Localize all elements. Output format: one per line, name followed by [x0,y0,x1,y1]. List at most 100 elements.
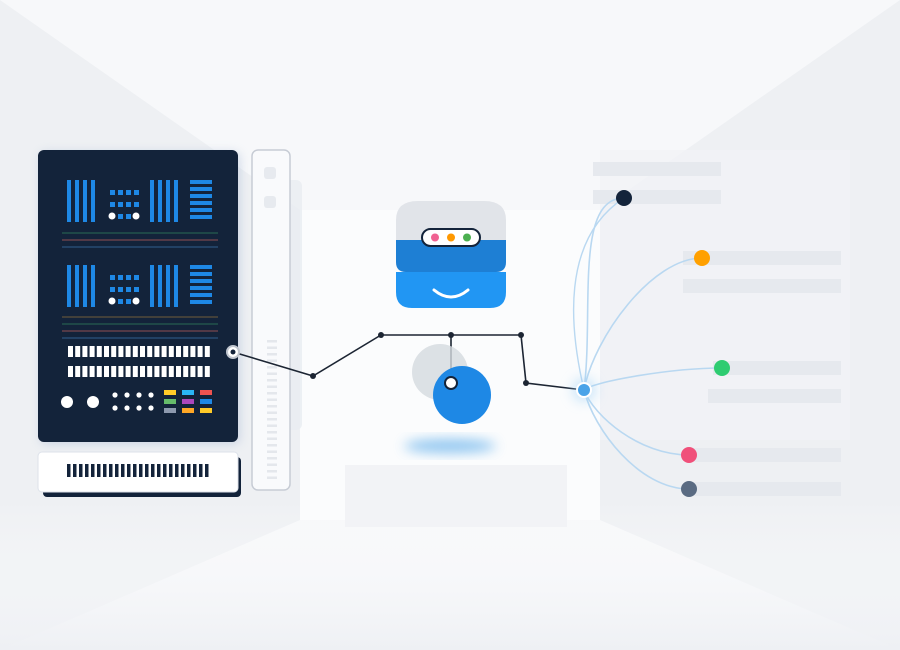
rack-square [134,190,139,195]
drive-slot [168,346,174,357]
rack-bar [166,265,170,307]
placeholder-bar [593,162,721,176]
drive-slot [140,366,145,377]
sphere-icon [404,344,496,453]
rack-square [110,275,115,280]
vent-slot [145,464,149,477]
rack-square [134,287,139,292]
status-led [164,408,176,413]
status-led [182,408,194,413]
rack-dot [108,297,116,305]
fan-line [583,389,690,490]
rack-square [118,275,123,280]
server-base-unit [37,451,241,497]
status-dot [124,392,130,398]
placeholder-bar [688,482,841,496]
drive-slot [125,366,131,377]
stack-top-layer [396,201,506,240]
rack-stripe [190,279,212,283]
drive-slot [89,346,95,357]
placeholder-bar [688,448,841,462]
rack-bar [174,265,178,307]
drive-slot [183,366,189,377]
drive-slot [89,366,95,377]
vent-slot [187,464,191,477]
status-led [200,408,212,413]
rack-square [118,214,123,219]
drive-slot [118,346,124,357]
drive-slot [125,346,131,357]
drive-slot [176,346,181,357]
panel-tick [267,424,277,427]
connector-joint [378,332,384,338]
vent-slot [163,464,167,477]
base-vent-slots [67,464,209,477]
rack-dot [132,212,140,220]
server-rack-icon [38,150,240,444]
panel-tick [267,372,277,375]
side-panel-dot-1 [264,167,276,179]
vent-slot [193,464,197,477]
panel-tick [267,366,277,369]
endpoint-node-slate [681,481,697,497]
panel-tick [267,437,277,440]
endpoint-node-navy [616,190,632,206]
drive-slot [204,346,210,357]
side-panel-icon [251,149,302,491]
stack-light [463,233,471,242]
placeholder-bar [593,190,721,204]
status-dot [112,405,118,411]
rack-square [118,287,123,292]
vent-slot [199,464,203,477]
connector-joint [523,380,529,386]
sphere-main [433,366,491,424]
stack-smile [432,288,470,299]
panel-tick [267,411,277,414]
rack-square [134,275,139,280]
status-led [182,399,194,404]
connector-line-right [451,334,585,391]
vent-slot [91,464,95,477]
base-face [37,451,239,493]
status-led [164,390,176,395]
placeholder-bar [713,361,841,375]
drive-slot [111,366,117,377]
side-panel-frame [251,149,291,491]
rack-stripe [190,300,212,304]
status-dot [136,392,142,398]
vent-slot [175,464,179,477]
status-button [61,396,73,408]
rack-bar [83,265,87,307]
fan-line [583,257,703,391]
drive-slot [104,346,109,357]
panel-tick [267,457,277,460]
panel-tick [267,379,277,382]
drive-slot [161,346,167,357]
drive-slot [161,366,167,377]
rack-bar [150,265,154,307]
drive-slot [118,366,124,377]
drive-slot [154,346,160,357]
rack-stripe [190,208,212,212]
drive-slot [132,346,138,357]
rack-stripe [190,194,212,198]
vent-slot [205,464,209,477]
vent-slot [127,464,131,477]
rack-square [110,287,115,292]
endpoint-node-green [714,360,730,376]
stack-middle-layer [396,240,506,272]
status-led [200,399,212,404]
drive-slot [147,366,153,377]
rack-status-lights [61,390,212,413]
drive-slot [96,366,102,377]
database-stack-icon [396,201,506,308]
panel-tick [267,463,277,466]
drive-slot [176,366,181,377]
drive-slot [183,346,189,357]
rack-divider-lines [62,232,218,339]
status-dot [136,405,142,411]
status-button [87,396,99,408]
status-dot [124,405,130,411]
drive-slot [75,366,81,377]
